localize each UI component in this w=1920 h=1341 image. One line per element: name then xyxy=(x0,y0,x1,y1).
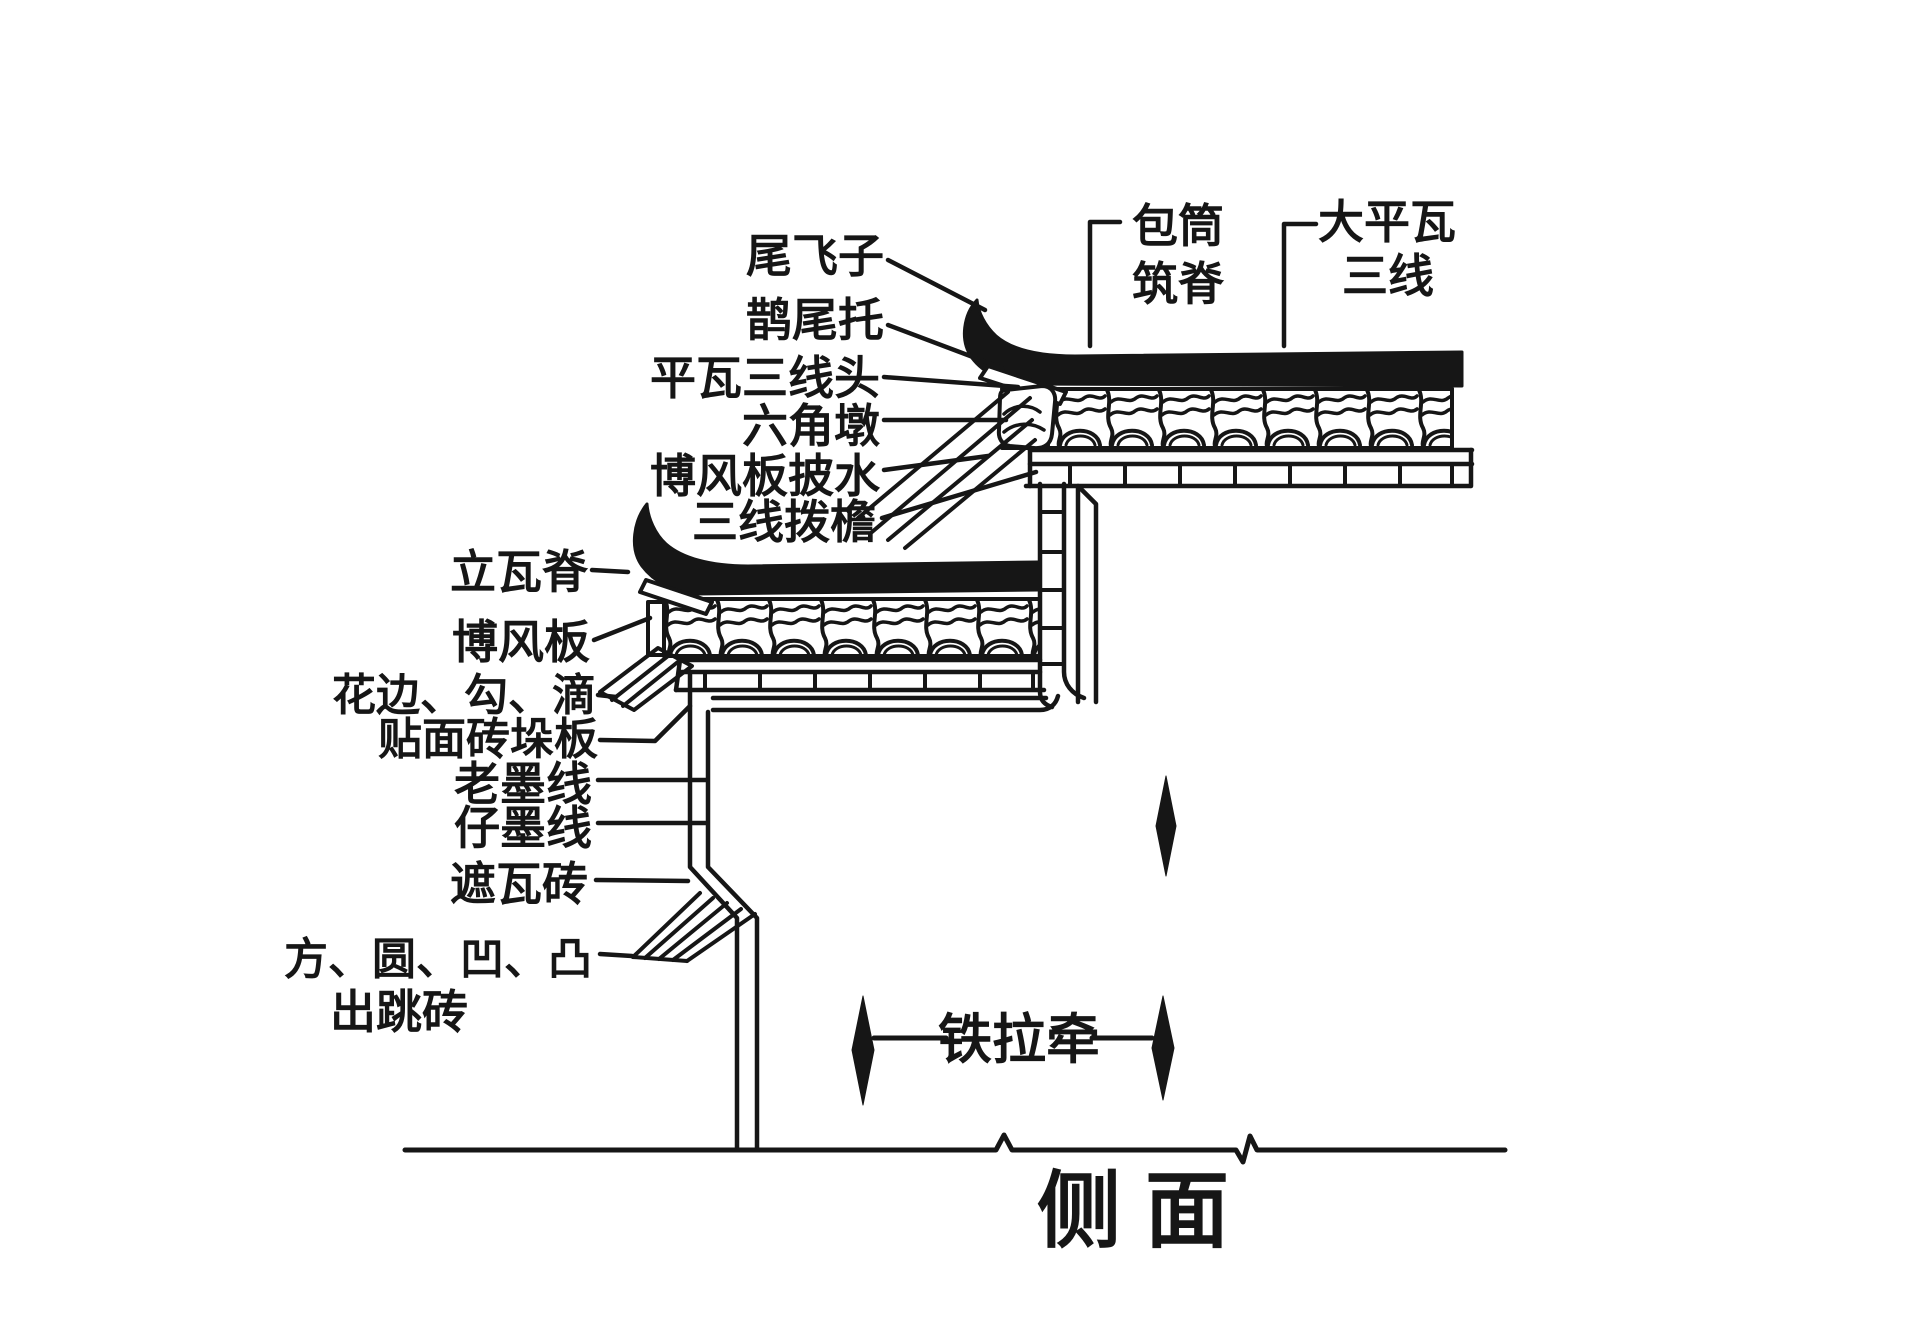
label-sanxian-boyan: 三线拨檐 xyxy=(692,495,876,549)
lower-wall xyxy=(631,669,760,1153)
leader-pingwa-sanxiantou xyxy=(881,374,1021,390)
label-tielaqian: 铁拉牵 xyxy=(938,1008,1100,1071)
labels: 尾飞子 鹊尾托 平瓦三线头 六角墩 博风板披水 三线拨檐 立瓦脊 博风板 花边、… xyxy=(284,195,1456,1260)
lower-wall-inner-face xyxy=(705,709,760,1153)
leader-bofengban-pishui xyxy=(881,453,991,473)
bracket-dapingwa xyxy=(1281,221,1319,349)
lower-tile-row xyxy=(664,599,1038,657)
soffit-board xyxy=(710,693,1061,713)
label-dapingwa-line1: 大平瓦 xyxy=(1318,195,1456,249)
label-liwaji: 立瓦脊 xyxy=(450,545,589,599)
corbel-brick-hatch xyxy=(631,891,757,963)
lower-roof-ridge-band xyxy=(632,502,1040,596)
vertical-dimension-arrow xyxy=(1155,775,1177,877)
leader-fang-yuan-ao-tu xyxy=(597,951,635,959)
label-dapingwa-line2: 三线 xyxy=(1342,249,1434,303)
page-title: 侧面 xyxy=(1037,1162,1253,1260)
lower-roof xyxy=(598,502,1061,713)
label-zimoxian: 仔墨线 xyxy=(454,801,592,855)
leader-huabian-gou-di xyxy=(595,692,619,700)
label-weifeizi: 尾飞子 xyxy=(746,229,884,283)
leader-queweituo xyxy=(885,322,1005,371)
label-bofengban: 博风板 xyxy=(452,615,590,669)
upper-roof xyxy=(856,298,1475,550)
label-laomoxian: 老墨线 xyxy=(454,757,592,811)
leader-weifeizi xyxy=(885,257,988,313)
leader-tiemian-zhuan-duoban xyxy=(597,703,693,744)
upper-wall-inner-line xyxy=(1077,485,1099,705)
label-huabian-gou-di: 花边、勾、滴 xyxy=(332,670,596,721)
label-fang-yuan-ao-tu: 方、圆、凹、凸 xyxy=(284,934,592,985)
label-bofengban-pishui: 博风板披水 xyxy=(650,449,881,503)
step-wall-inner-face xyxy=(1061,481,1087,701)
label-liujiaodun: 六角墩 xyxy=(742,399,880,453)
label-zhewazhuan: 遮瓦砖 xyxy=(450,857,588,911)
upper-roof-ridge-band xyxy=(962,298,1464,388)
drip-edge-board xyxy=(598,646,694,712)
tie-rod-left-arrow xyxy=(851,995,875,1106)
label-tiemian-zhuan-duoban: 贴面砖垛板 xyxy=(378,714,598,765)
dimension-marks: 铁拉牵 xyxy=(851,775,1177,1106)
upper-eave-brick-band xyxy=(1023,447,1475,489)
label-queweituo: 鹊尾托 xyxy=(746,293,884,347)
gable-board-end xyxy=(646,600,666,657)
upper-tile-row xyxy=(1002,389,1452,448)
leader-zhewazhuan xyxy=(593,877,691,884)
step-wall-brick-joints xyxy=(1038,510,1066,666)
tie-rod-right-arrow xyxy=(1151,995,1175,1101)
leader-liwaji xyxy=(589,567,631,575)
label-pingwa-sanxiantou: 平瓦三线头 xyxy=(650,351,880,405)
bracket-baotong-zhuji xyxy=(1087,219,1123,349)
lower-verge-board xyxy=(638,578,714,616)
label-baotong-zhuji-line1: 包筒 xyxy=(1132,199,1224,253)
leader-sanxian-boyan xyxy=(879,469,1039,521)
leader-lines xyxy=(589,219,1319,959)
step-wall xyxy=(1037,481,1099,710)
step-wall-outer-face xyxy=(1037,481,1055,710)
ground-line xyxy=(402,1132,1508,1165)
label-chutiaozhuan: 出跳砖 xyxy=(330,985,468,1039)
lower-wall-outer-face xyxy=(687,669,740,1153)
lower-eave-brick-band xyxy=(673,657,1047,693)
label-baotong-zhuji-line2: 筑脊 xyxy=(1132,257,1225,311)
leader-bofengban xyxy=(591,615,653,643)
